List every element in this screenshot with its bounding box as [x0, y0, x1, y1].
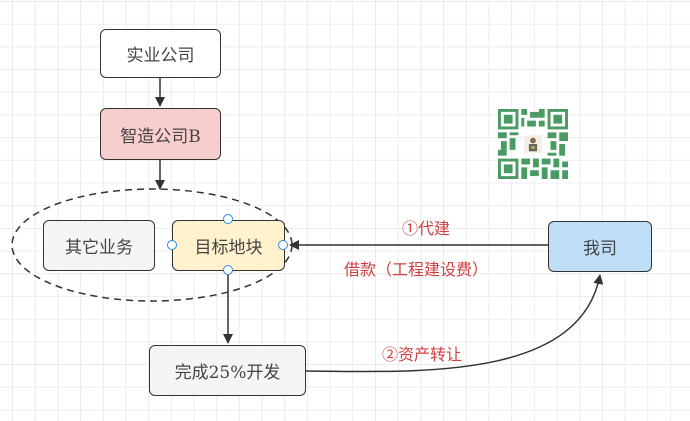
connection-handle-bottom[interactable]	[223, 265, 233, 275]
node-shiye-company[interactable]: 实业公司	[100, 29, 221, 78]
node-target-land[interactable]: 目标地块	[172, 220, 285, 271]
node-label: 智造公司B	[120, 126, 201, 147]
edge-label-zichan: ②资产转让	[382, 345, 463, 364]
qr-code-icon	[498, 109, 568, 179]
node-complete-25-percent[interactable]: 完成25%开发	[149, 345, 306, 396]
connection-handle-top[interactable]	[223, 214, 233, 224]
edge-label-daijian: ①代建	[402, 219, 451, 238]
node-our-company[interactable]: 我司	[548, 221, 652, 272]
node-label: 完成25%开发	[174, 363, 281, 383]
edge-wancheng-to-wosi[interactable]	[305, 274, 604, 373]
edge-label-jiekuan: 借款（工程建设费）	[344, 260, 489, 279]
node-label: 我司	[583, 239, 617, 259]
node-label: 目标地块	[194, 238, 263, 258]
node-label: 其它业务	[65, 238, 133, 258]
node-zhizao-company-b[interactable]: 智造公司B	[100, 108, 221, 160]
node-other-business[interactable]: 其它业务	[43, 220, 155, 271]
connection-handle-right[interactable]	[278, 240, 288, 250]
connection-handle-left[interactable]	[167, 240, 177, 250]
node-label: 实业公司	[126, 46, 195, 66]
